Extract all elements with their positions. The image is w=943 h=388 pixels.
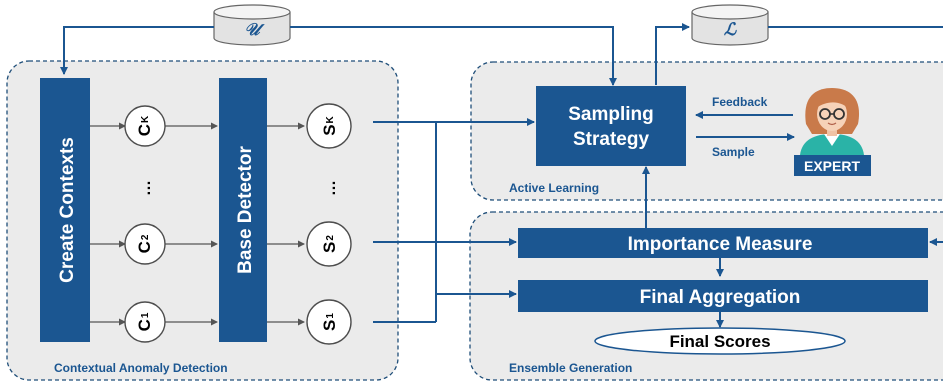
base-detector-block: Base Detector — [219, 78, 267, 342]
base-detector-label: Base Detector — [235, 146, 256, 274]
context-node-k-sub: K — [140, 115, 151, 123]
labeled-store-symbol: ℒ — [724, 20, 737, 40]
create-contexts-block: Create Contexts — [40, 78, 90, 342]
context-connectors — [90, 122, 305, 326]
sampling-label-line2: Strategy — [573, 129, 649, 150]
score-node-k-sub: K — [325, 115, 336, 123]
score-node-k-letter: S — [320, 124, 339, 135]
score-node-2-letter: S — [320, 242, 339, 253]
importance-measure-block: Importance Measure — [518, 228, 928, 258]
final-scores-node: Final Scores — [594, 327, 846, 355]
arrow-unlabeled-to-contexts — [60, 26, 214, 75]
sampling-strategy-block: Sampling Strategy — [536, 86, 686, 166]
score-node-1-letter: S — [320, 320, 339, 331]
context-node-2-letter: C — [135, 241, 154, 253]
context-ellipsis: … — [137, 180, 154, 196]
context-node-1-letter: C — [135, 319, 154, 331]
score-ellipsis: … — [322, 180, 339, 196]
svg-text:CK: CK — [135, 115, 154, 136]
final-aggregation-label: Final Aggregation — [640, 287, 801, 308]
svg-text:S1: S1 — [320, 313, 339, 331]
context-node-k: CK — [124, 105, 166, 147]
context-node-1: C1 — [124, 301, 166, 343]
data-flow-wires — [60, 23, 943, 328]
context-node-k-letter: C — [135, 124, 154, 136]
score-node-1: S1 — [306, 299, 352, 345]
unlabeled-pool-store: 𝒰 — [213, 4, 291, 46]
sample-label: Sample — [712, 145, 755, 159]
sampling-label-line1: Sampling — [568, 104, 654, 125]
context-node-2-sub: 2 — [140, 234, 151, 240]
score-node-1-sub: 1 — [325, 313, 336, 319]
arrow-sampling-to-labeled — [655, 23, 690, 85]
score-node-2-sub: 2 — [325, 235, 336, 241]
ensemble-generation-label: Ensemble Generation — [509, 361, 632, 375]
contextual-group-label: Contextual Anomaly Detection — [54, 361, 228, 375]
contextual-anomaly-detection-group: Contextual Anomaly Detection — [6, 60, 399, 381]
score-node-k: SK — [306, 103, 352, 149]
svg-text:S2: S2 — [320, 235, 339, 253]
expert-person-icon — [800, 88, 864, 155]
importance-label: Importance Measure — [628, 234, 813, 255]
score-node-2: S2 — [306, 221, 352, 267]
expert-label: EXPERT — [804, 158, 860, 174]
svg-text:C2: C2 — [135, 234, 154, 253]
svg-text:SK: SK — [320, 115, 339, 135]
active-learning-label: Active Learning — [509, 181, 599, 195]
create-contexts-label: Create Contexts — [57, 137, 78, 283]
context-node-2: C2 — [124, 223, 166, 265]
final-scores-label: Final Scores — [669, 332, 770, 351]
final-aggregation-block: Final Aggregation — [518, 280, 928, 312]
expert-avatar: EXPERT — [794, 88, 871, 176]
labeled-pool-store: ℒ — [691, 4, 769, 46]
feedback-label: Feedback — [712, 95, 768, 109]
svg-text:C1: C1 — [135, 312, 154, 331]
arrow-unlabeled-to-sampling — [290, 26, 617, 86]
context-node-1-sub: 1 — [140, 312, 151, 318]
